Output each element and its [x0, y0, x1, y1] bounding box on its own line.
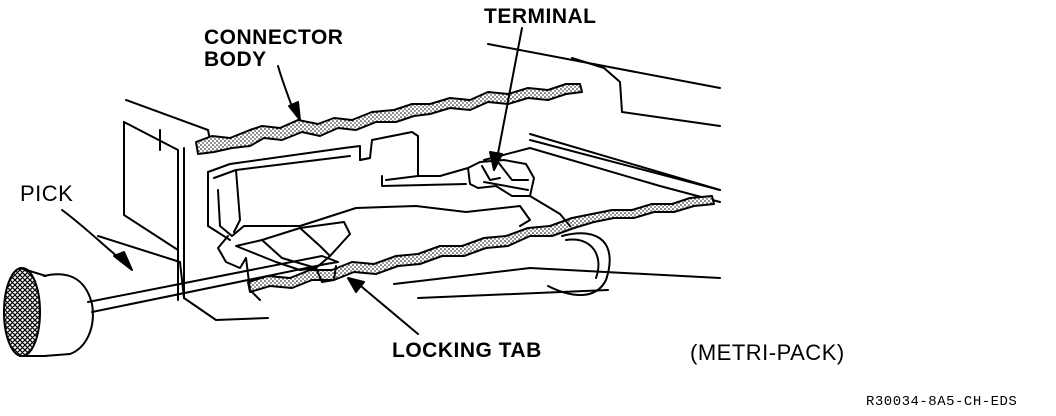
locking-tab: [218, 222, 350, 300]
terminal-contact: [468, 160, 534, 196]
pick-label: PICK: [20, 181, 74, 206]
pick-leader: [62, 210, 124, 262]
terminal-arrowhead: [490, 152, 502, 170]
pick-tool: [4, 256, 338, 356]
locking-tab-label: LOCKING TAB: [392, 339, 542, 362]
terminal-cavity: [208, 132, 530, 240]
locking-tab-leader: [356, 282, 418, 334]
leader-lines: [62, 28, 522, 334]
pick-arrowhead: [114, 252, 132, 270]
cutaway-edge-top: [196, 84, 582, 154]
connector-body-label: CONNECTOR BODY: [204, 26, 344, 72]
connector-body-label-line1: CONNECTOR: [204, 26, 344, 49]
figure-code-label: R30034-8A5-CH-EDS: [866, 394, 1018, 410]
connector-body-arrowhead: [289, 102, 300, 120]
terminal-leader: [496, 28, 522, 164]
locking-tab-arrowhead: [348, 278, 364, 292]
housing-outer: [98, 44, 720, 320]
connector-body-label-line2: BODY: [204, 48, 267, 72]
terminal-label: TERMINAL: [484, 5, 597, 28]
metri-pack-label: (METRI-PACK): [690, 340, 845, 365]
cable: [530, 140, 720, 295]
cutaway-edge-bottom: [248, 196, 714, 292]
